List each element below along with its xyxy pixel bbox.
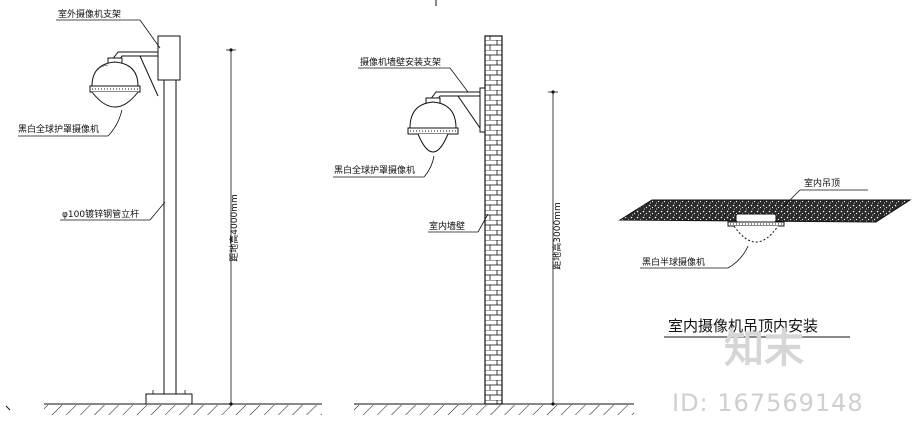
leader-pole-1: φ100镀锌钢管立杆 (60, 201, 166, 221)
caption-ceiling-install: 室内摄像机吊顶内安装 (668, 317, 818, 335)
bracket-label-1: 室外摄像机支架 (58, 8, 121, 20)
dimension-4000: 距地高4000mm (226, 48, 240, 406)
pole (163, 37, 177, 397)
pole-base-plate (145, 393, 193, 405)
bracket-label-2: 摄像机墙壁安装支架 (360, 56, 441, 68)
ceiling-slab (618, 199, 912, 223)
wall-label-2: 室内墙壁 (429, 220, 465, 232)
leader-wall-2: 室内墙壁 (428, 213, 489, 233)
dome-camera-1 (89, 57, 141, 108)
leader-camera-3: 黑白半球摄像机 (640, 245, 749, 269)
pole-mount-box (157, 35, 181, 81)
dome-camera-3 (727, 213, 785, 243)
wall-plate (479, 87, 486, 133)
diagram-wall-mount: 距地高3000mm 摄像机墙壁安装支架 黑白全球护罩摄像机 室内墙壁 (333, 35, 634, 415)
ground-2 (354, 403, 634, 415)
camera-label-1: 黑白全球护罩摄像机 (18, 123, 99, 135)
diagram-ceiling-mount: 室内吊顶 黑白半球摄像机 室内摄像机吊顶内安装 (618, 177, 912, 338)
brick-wall (484, 35, 503, 405)
corner-mark (5, 405, 11, 411)
watermark-logo: 知末 (724, 326, 804, 372)
ground-1 (44, 403, 322, 415)
height-label-4000: 距地高4000mm (228, 194, 240, 261)
diagram-outdoor-pole: 距地高4000mm 室外摄像机支架 黑白全球护罩摄像机 φ100镀锌钢管立杆 (18, 8, 322, 415)
bracket-brace-2 (457, 95, 481, 129)
camera-label-2: 黑白全球护罩摄像机 (334, 164, 415, 176)
leader-ceiling-3: 室内吊顶 (783, 177, 868, 207)
watermark-id: ID: 167569148 (672, 389, 864, 417)
leader-camera-2: 黑白全球护罩摄像机 (333, 155, 435, 178)
height-label-3000: 距地高3000mm (551, 202, 563, 269)
dome-camera-2 (407, 97, 459, 153)
ceiling-label-3: 室内吊顶 (804, 177, 840, 189)
leader-camera-1: 黑白全球护罩摄像机 (18, 109, 123, 137)
leader-bracket-1: 室外摄像机支架 (56, 8, 161, 49)
dimension-3000: 距地高3000mm (548, 90, 563, 406)
camera-label-3: 黑白半球摄像机 (642, 256, 705, 268)
leader-bracket-2: 摄像机墙壁安装支架 (358, 56, 469, 93)
bracket-brace-1 (139, 55, 159, 97)
watermark: 知末 ID: 167569148 (672, 326, 864, 417)
pole-label-1: φ100镀锌钢管立杆 (62, 208, 139, 220)
